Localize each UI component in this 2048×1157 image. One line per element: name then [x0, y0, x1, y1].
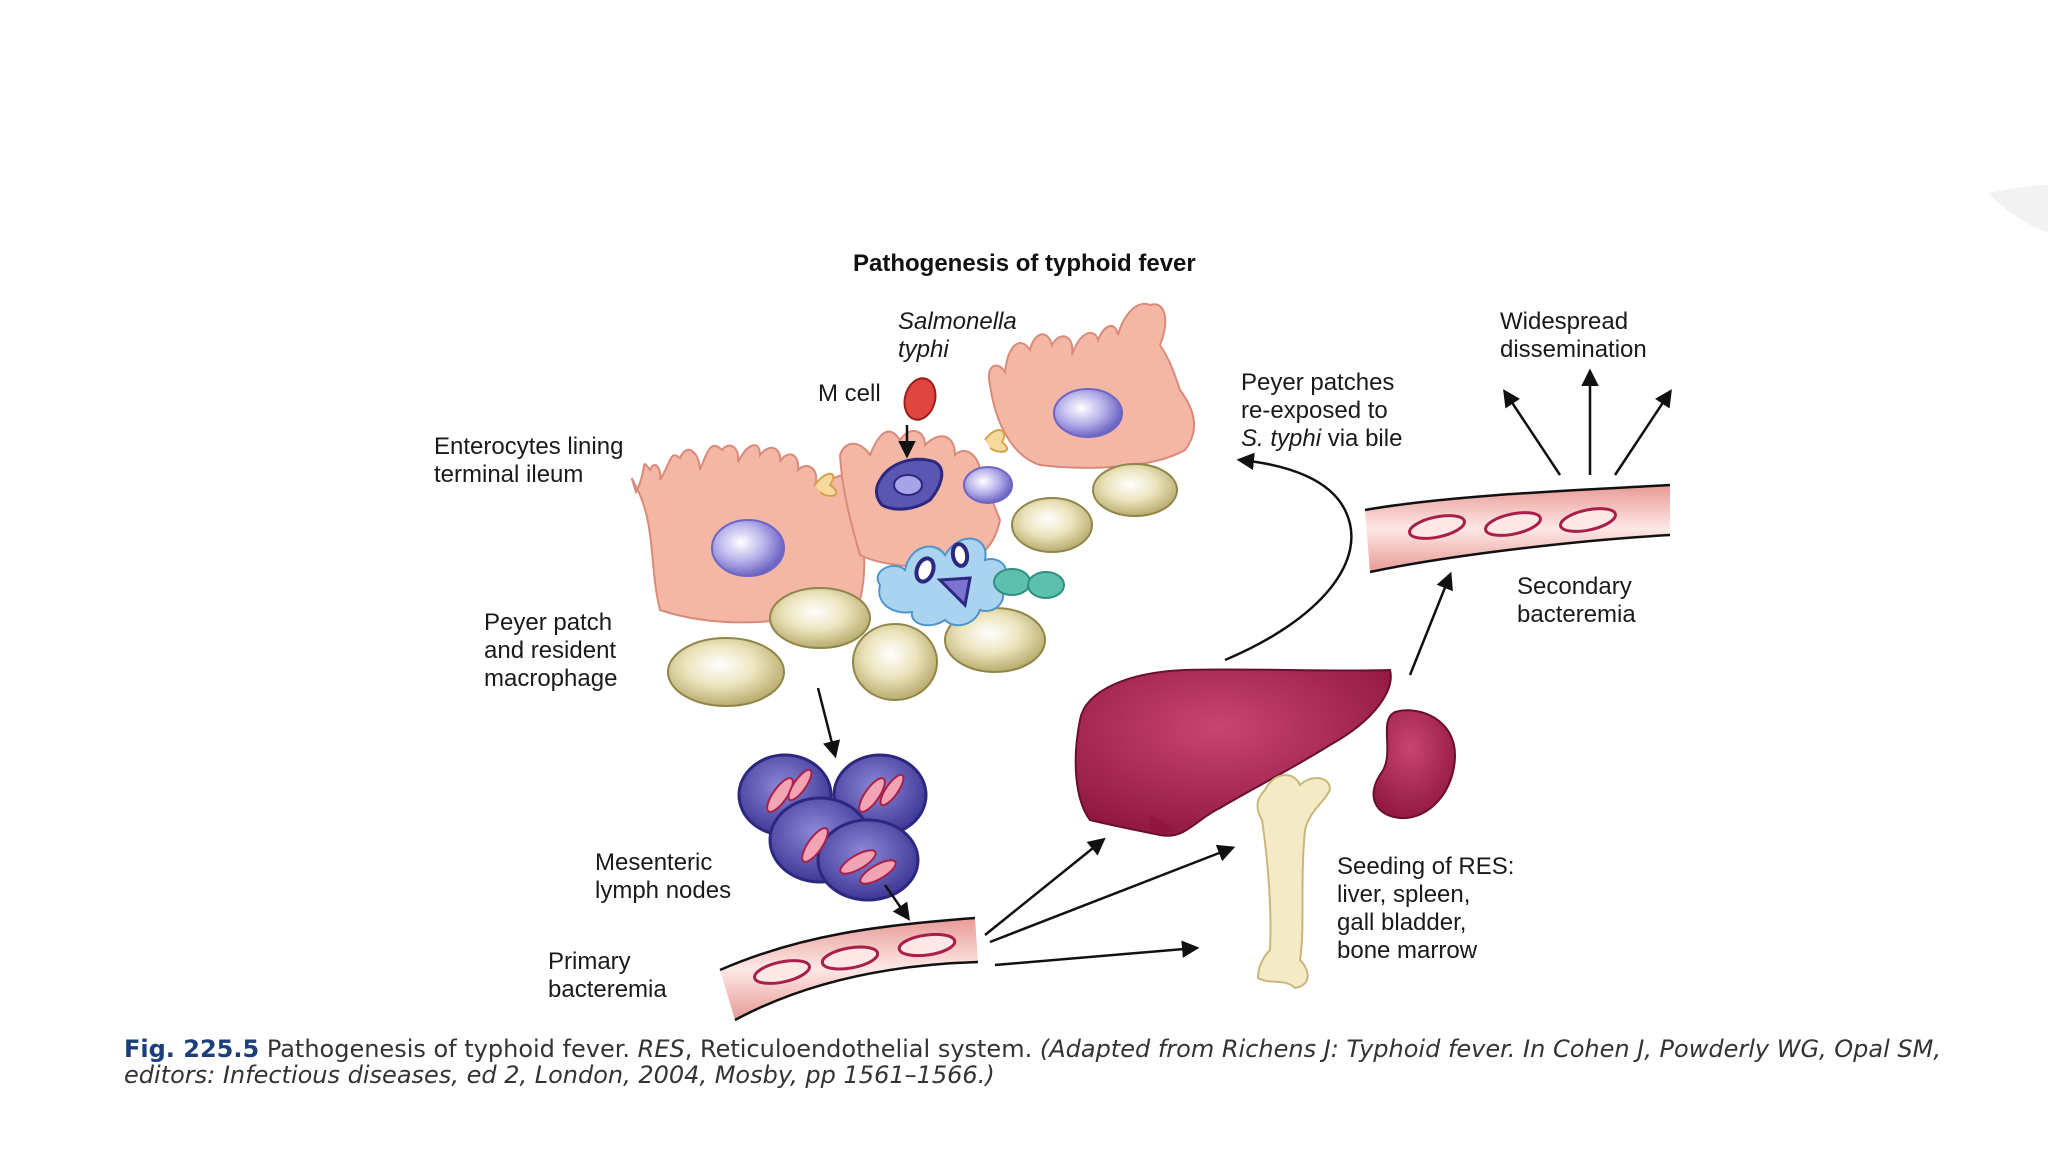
vessel-wall — [719, 916, 976, 972]
vessel-bacterium — [897, 932, 957, 958]
widespread-label-line2: dissemination — [1500, 336, 1647, 363]
vessel-bacterium — [1559, 507, 1617, 533]
phagocytosed-bacterium — [950, 542, 970, 568]
tight-junction — [984, 429, 1009, 453]
vessel-bacterium — [1408, 514, 1466, 540]
vessel-wall — [734, 960, 979, 1022]
peyer-cell — [852, 623, 938, 701]
seeding-label-line3: gall bladder, — [1337, 909, 1467, 936]
peyer-patch-label: Peyer patch and resident macrophage — [484, 609, 617, 693]
lymph-bacterium — [858, 777, 886, 813]
enterocytes — [631, 302, 1196, 624]
reexposed-label-line2: re-exposed to — [1241, 397, 1388, 424]
teal-cell — [993, 568, 1031, 596]
vessel-wall — [1364, 483, 1671, 512]
peyer-label-line2: and resident — [484, 637, 617, 664]
secondary-bacteremia-label: Secondary bacteremia — [1517, 573, 1636, 629]
primary-vessel — [719, 916, 979, 1022]
lymph-bacterium — [879, 773, 905, 807]
salmonella-label-line2: typhi — [898, 336, 949, 363]
vessel-bacterium — [1484, 511, 1542, 537]
reexposed-label: Peyer patches re-exposed to S. typhi via… — [1241, 369, 1402, 453]
nucleus — [963, 466, 1013, 504]
liver — [1074, 668, 1392, 837]
nucleus — [711, 519, 785, 577]
peyer-label-line1: Peyer patch — [484, 609, 613, 636]
caption-res-abbrev: RES — [637, 1035, 685, 1063]
seeding-res-label: Seeding of RES: liver, spleen, gall blad… — [1337, 853, 1514, 965]
seeding-label-line1: Seeding of RES: — [1337, 853, 1515, 880]
tight-junction — [814, 472, 838, 497]
primary-bacteremia-label: Primary bacteremia — [548, 948, 667, 1004]
m-cell-label: M cell — [818, 380, 881, 407]
lymph-bacterium — [859, 859, 897, 885]
caption-source: (Adapted from Richens J: Typhoid fever. … — [124, 1035, 1941, 1089]
peyer-label-line3: macrophage — [484, 665, 618, 692]
diagram-title: Pathogenesis of typhoid fever — [853, 250, 1196, 277]
arrow — [883, 884, 911, 921]
widespread-label: Widespread dissemination — [1500, 308, 1647, 364]
mesenteric-lymph-nodes — [737, 753, 928, 902]
secondary-vessel — [1364, 483, 1671, 574]
enterocytes-label: Enterocytes lining terminal ileum — [434, 433, 623, 489]
caption-res-definition: , Reticuloendothelial system. — [684, 1035, 1040, 1063]
reexposed-label-line3: S. typhi via bile — [1241, 425, 1402, 453]
salmonella-bacterium — [903, 377, 937, 421]
primary-label-line1: Primary — [548, 948, 631, 975]
arrow — [984, 837, 1106, 936]
spleen — [1372, 709, 1457, 820]
nucleus — [1053, 388, 1123, 438]
lymph-bacterium — [801, 827, 829, 863]
macrophage-nucleus — [936, 576, 972, 609]
widespread-label-line1: Widespread — [1500, 308, 1629, 335]
phagocytosed-bacterium — [914, 556, 936, 584]
bone — [1256, 774, 1332, 990]
arrow — [1503, 389, 1562, 476]
secondary-label-line2: bacteremia — [1517, 601, 1636, 628]
secondary-label-line1: Secondary — [1517, 573, 1632, 600]
lymph-bacterium — [766, 777, 794, 813]
vessel-bacterium — [820, 945, 880, 971]
arrow — [1408, 571, 1453, 676]
arrow — [994, 940, 1200, 967]
mesenteric-label-line2: lymph nodes — [595, 877, 732, 904]
seeding-label-line4: bone marrow — [1337, 937, 1478, 964]
peyer-cell — [667, 637, 785, 707]
vessel-wall — [1369, 533, 1671, 574]
reexposed-via-bile: via bile — [1321, 425, 1403, 452]
vessel-bacterium — [753, 959, 811, 985]
mesenteric-label: Mesenteric lymph nodes — [595, 849, 731, 905]
teal-cell — [1027, 571, 1065, 599]
enterocytes-label-line2: terminal ileum — [434, 461, 584, 488]
liver-lobe — [1149, 815, 1179, 834]
peyer-cell — [1011, 497, 1093, 553]
arrow — [816, 687, 841, 759]
corner-decoration — [1988, 185, 2048, 233]
peyer-patch — [667, 463, 1178, 707]
reexposed-organism: S. typhi — [1241, 425, 1322, 452]
figure-caption: Fig. 225.5 Pathogenesis of typhoid fever… — [124, 1036, 2004, 1088]
m-cell-nucleus — [893, 474, 923, 496]
lymph-bacterium — [839, 849, 877, 875]
salmonella-label-line1: Salmonella — [898, 308, 1017, 335]
bile-arrow — [1224, 452, 1353, 662]
primary-label-line2: bacteremia — [548, 976, 667, 1003]
peyer-cell — [1092, 463, 1178, 517]
figure-number: Fig. 225.5 — [124, 1035, 260, 1063]
reexposed-label-line1: Peyer patches — [1241, 369, 1395, 396]
mesenteric-label-line1: Mesenteric — [595, 849, 713, 876]
caption-text: Pathogenesis of typhoid fever. — [259, 1035, 638, 1063]
lymph-bacterium — [787, 768, 813, 802]
peyer-cell — [769, 587, 871, 649]
enterocytes-label-line1: Enterocytes lining — [434, 433, 624, 460]
arrow — [1613, 389, 1672, 476]
arrow — [989, 844, 1236, 944]
enterocyte-right — [987, 302, 1196, 469]
salmonella-label: Salmonella typhi — [898, 308, 1017, 364]
seeding-label-line2: liver, spleen, — [1337, 881, 1471, 908]
